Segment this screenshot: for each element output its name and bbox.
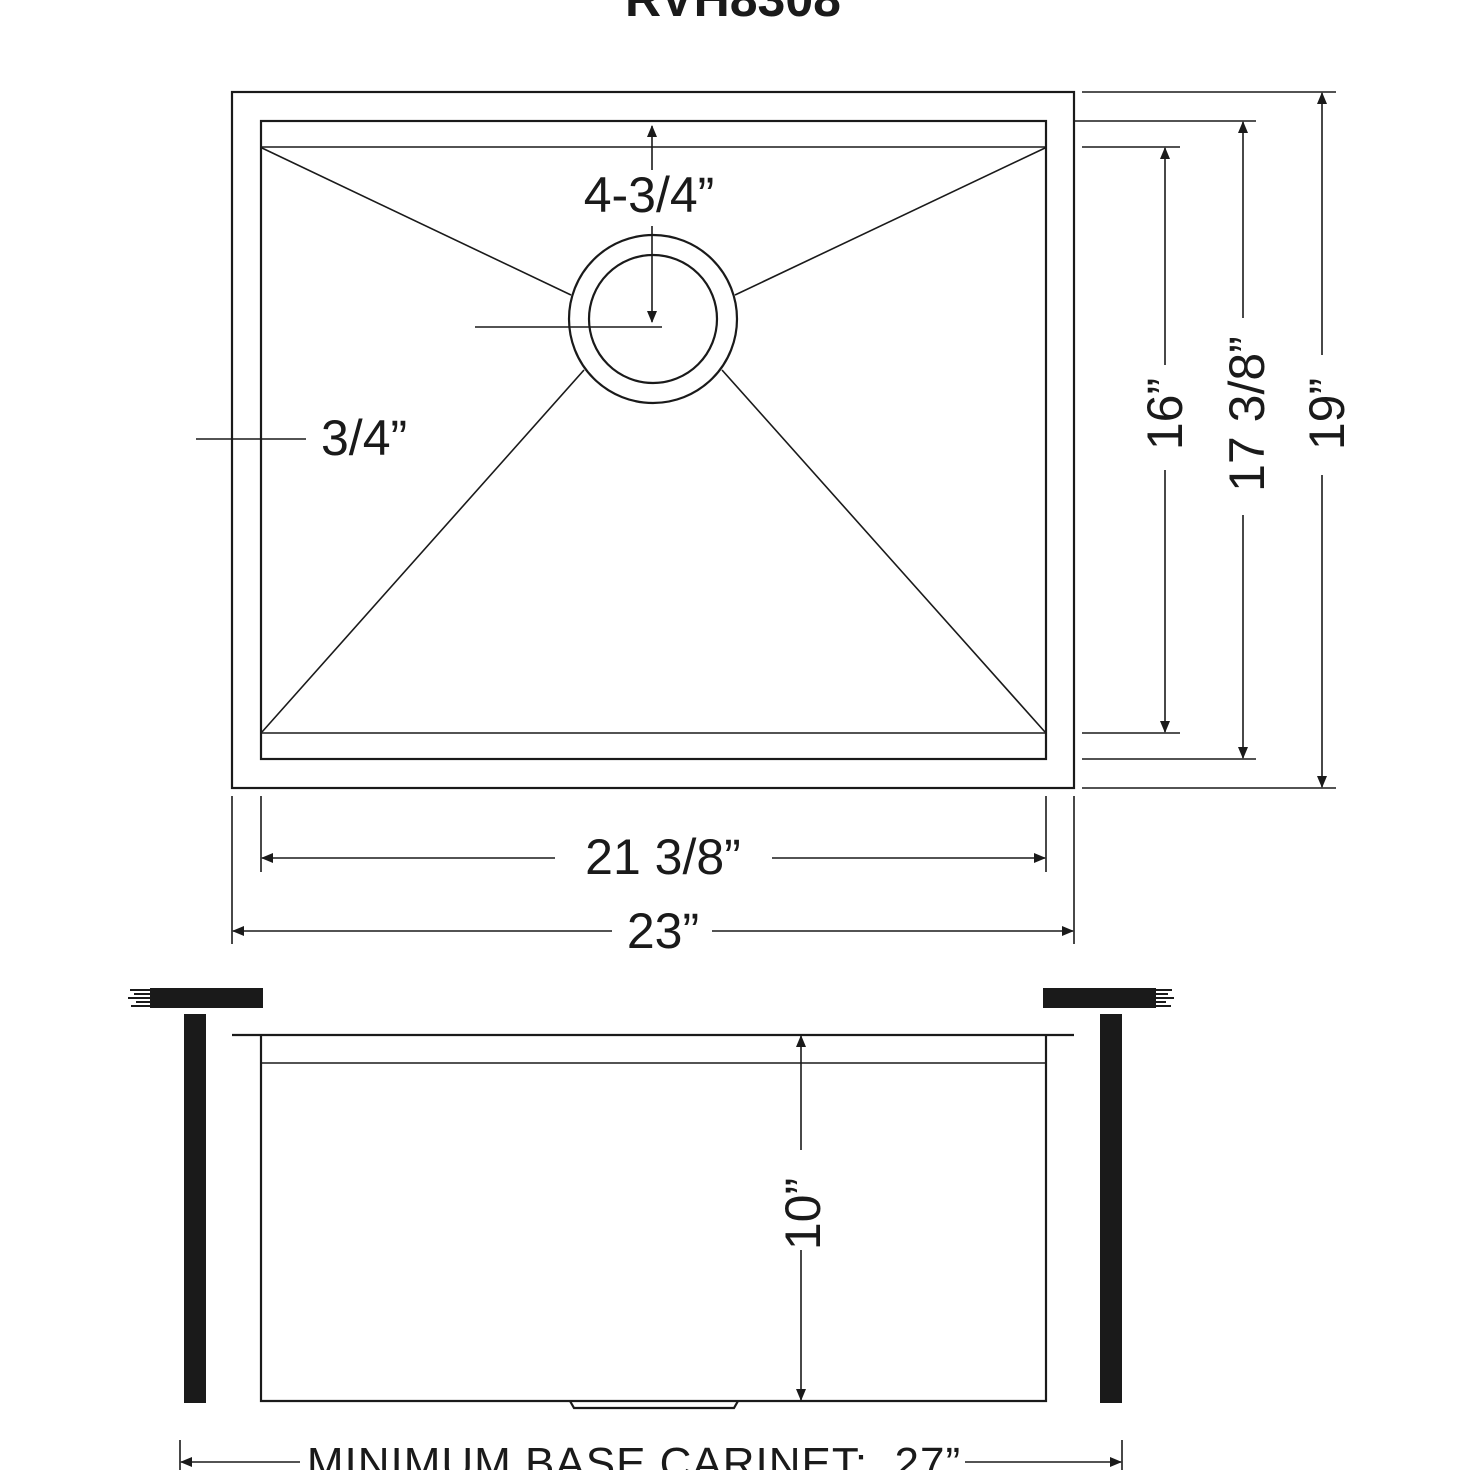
cabinet-wall-left xyxy=(184,1014,206,1403)
drain-bump xyxy=(569,1400,739,1410)
top-view: 4-3/4” 3/4” 21 3/8” 23” 16” 17 3/8” xyxy=(196,90,1355,959)
countertop-left-break xyxy=(128,989,150,1007)
slope-line-top-left xyxy=(261,147,572,296)
rim-reveal-label: 3/4” xyxy=(321,410,407,466)
countertop-right xyxy=(1043,988,1156,1008)
side-view: 10” MINIMUM BASE CARINET: 27” xyxy=(128,988,1174,1470)
floor-depth-label: 16” xyxy=(1137,378,1193,450)
overall-width-label: 23” xyxy=(627,903,699,959)
slope-line-bottom-right xyxy=(721,369,1046,733)
bowl-depth-label: 17 3/8” xyxy=(1219,336,1275,492)
bowl-width-label: 21 3/8” xyxy=(585,829,741,885)
cabinet-wall-right xyxy=(1100,1014,1122,1403)
bowl-height-label: 10” xyxy=(775,1178,831,1250)
drain-offset-label: 4-3/4” xyxy=(584,167,715,223)
countertop-left xyxy=(150,988,263,1008)
slope-line-top-right xyxy=(734,147,1046,296)
min-base-cabinet-label: MINIMUM BASE CARINET: 27” xyxy=(307,1439,961,1470)
sink-bowl-profile xyxy=(259,1035,1048,1403)
model-title: RVH8308 xyxy=(625,0,841,27)
drain-outer-ring xyxy=(567,233,739,405)
drain-inner-ring xyxy=(587,253,719,385)
slope-line-bottom-left xyxy=(261,369,585,733)
overall-depth-label: 19” xyxy=(1299,378,1355,450)
countertop-right-break xyxy=(1156,989,1174,1007)
